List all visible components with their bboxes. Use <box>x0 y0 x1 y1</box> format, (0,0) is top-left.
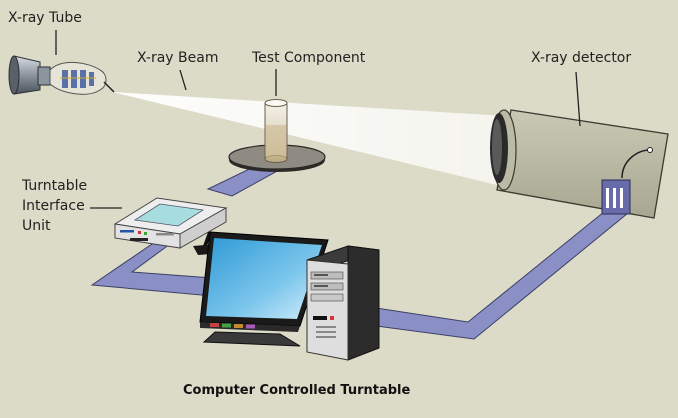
detector-connector-box <box>601 179 631 215</box>
xray-tube <box>8 55 115 95</box>
test-component <box>264 99 288 163</box>
label-line-interface: Interface <box>22 198 85 214</box>
label-turntable-interface-unit: Turntable Interface Unit <box>22 178 87 235</box>
xray-beam <box>112 92 505 185</box>
label-line-unit: Unit <box>22 218 51 234</box>
computer-monitor <box>193 231 329 347</box>
cable-pc-to-detector <box>375 206 630 340</box>
label-xray-tube: X-ray Tube <box>8 10 82 26</box>
label-pointers <box>55 30 581 209</box>
computer-tower <box>306 245 380 361</box>
label-line-turntable: Turntable <box>22 178 88 194</box>
label-xray-detector: X-ray detector <box>531 50 632 66</box>
cable-interface-to-pc <box>90 243 213 297</box>
label-xray-beam: X-ray Beam <box>137 50 219 66</box>
xray-detector <box>490 109 669 219</box>
turntable-interface-unit <box>113 197 228 249</box>
diagram-caption: Computer Controlled Turntable <box>183 383 411 398</box>
label-test-component: Test Component <box>252 50 366 66</box>
